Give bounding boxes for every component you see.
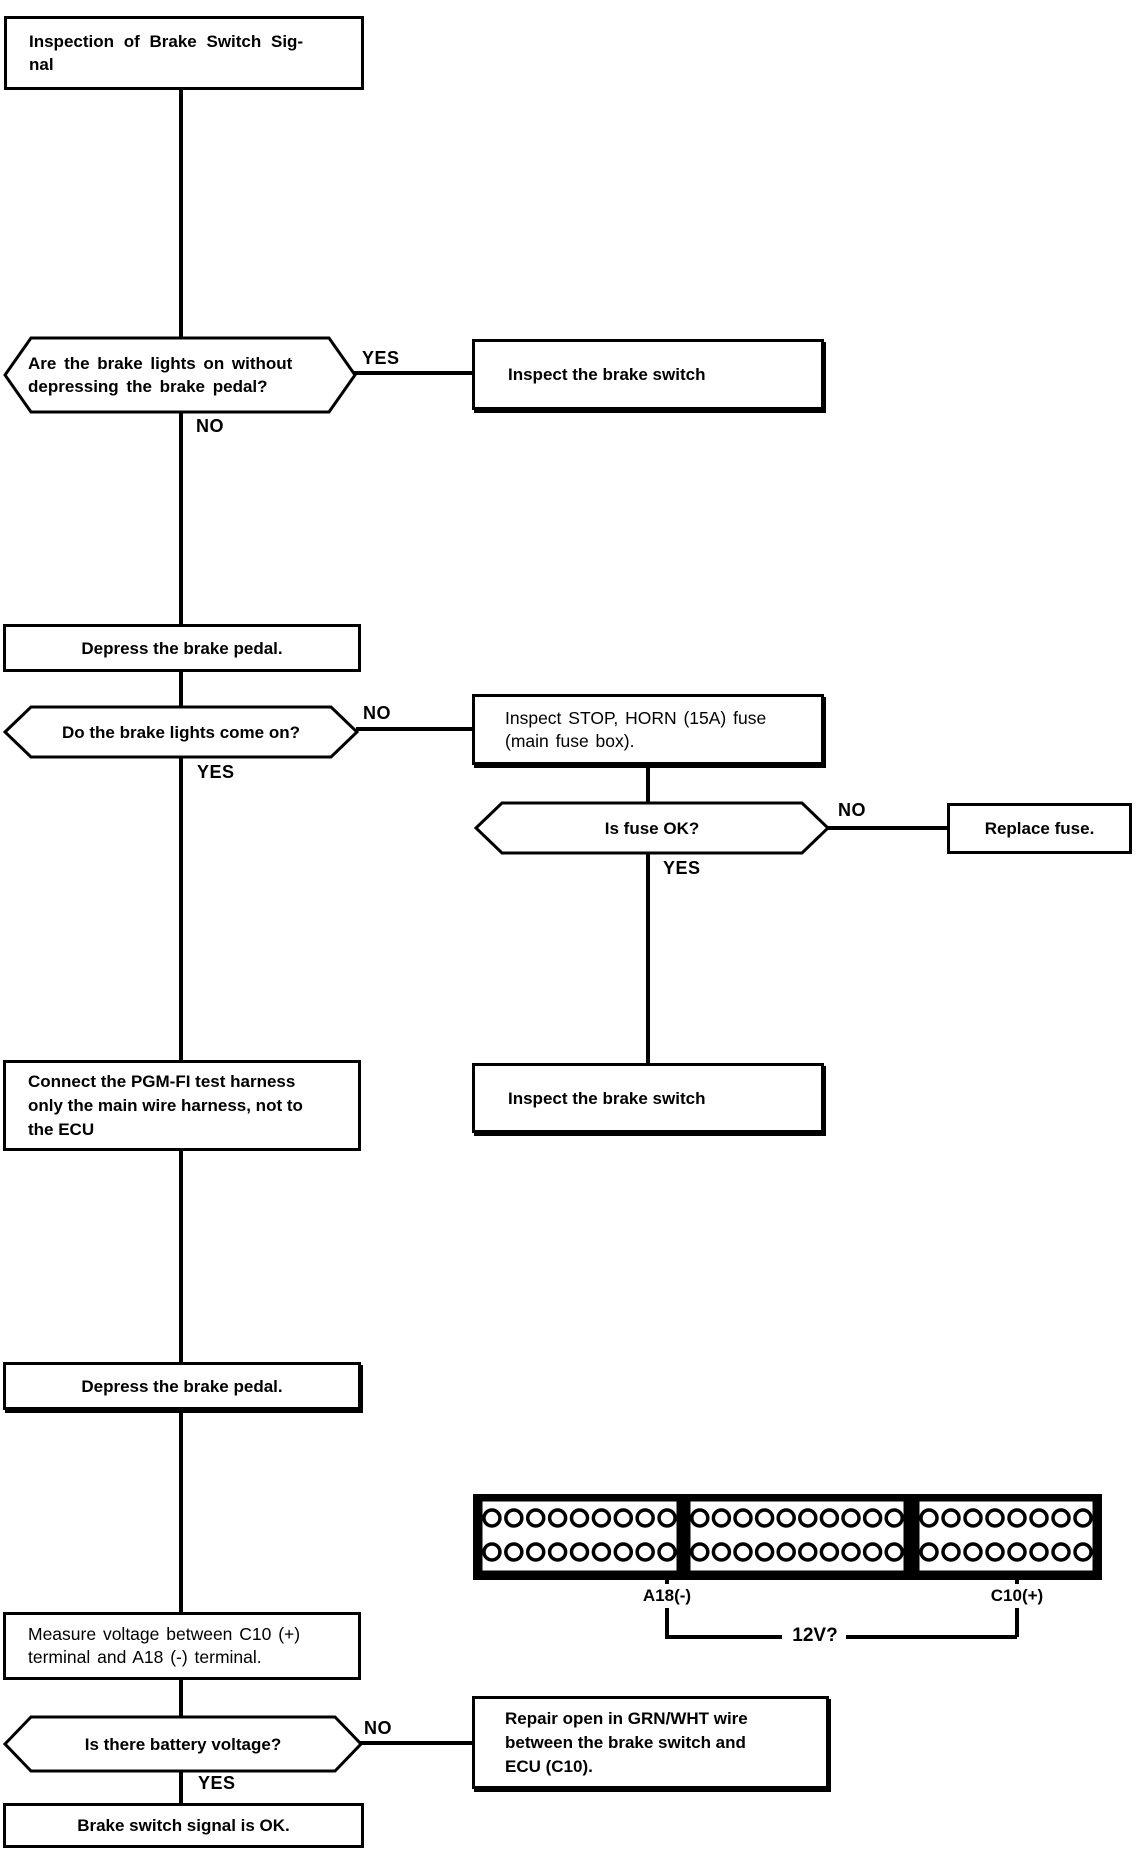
decision-brake-lights-come-on: Do the brake lights come on? bbox=[3, 705, 359, 759]
decision-brake-lights-on: Are the brake lights on without depressi… bbox=[3, 336, 357, 414]
voltage-question-label: 12V? bbox=[792, 1625, 838, 1646]
process-repair-open-wire: Repair open in GRN/WHT wire between the … bbox=[472, 1696, 829, 1789]
process-inspect-brake-switch-1: Inspect the brake switch bbox=[472, 339, 824, 410]
decision-brake-lights-come-on-text: Do the brake lights come on? bbox=[61, 722, 301, 742]
no-label-4: NO bbox=[364, 1718, 392, 1738]
yes-label-1: YES bbox=[362, 348, 400, 368]
ecu-connector-diagram bbox=[473, 1494, 1102, 1580]
no-label-3: NO bbox=[838, 800, 866, 820]
process-measure-voltage: Measure voltage between C10 (+) terminal… bbox=[3, 1612, 361, 1680]
process-inspect-brake-switch-2: Inspect the brake switch bbox=[472, 1063, 824, 1133]
terminal-signal-ok: Brake switch signal is OK. bbox=[3, 1803, 364, 1848]
yes-label-4: YES bbox=[198, 1773, 236, 1793]
process-connect-harness: Connect the PGM-FI test harness only the… bbox=[3, 1060, 361, 1151]
decision-battery-voltage-text: Is there battery voltage? bbox=[84, 1734, 282, 1754]
process-depress-pedal-1: Depress the brake pedal. bbox=[3, 624, 361, 672]
decision-fuse-ok: Is fuse OK? bbox=[474, 801, 830, 855]
pin-label-a18: A18(-) bbox=[642, 1586, 692, 1605]
process-inspect-fuse: Inspect STOP, HORN (15A) fuse (main fuse… bbox=[472, 694, 824, 765]
yes-label-2: YES bbox=[197, 762, 235, 782]
no-label-2: NO bbox=[363, 703, 391, 723]
decision-brake-lights-on-text: Are the brake lights on without depressi… bbox=[28, 354, 293, 396]
decision-fuse-ok-text: Is fuse OK? bbox=[604, 818, 700, 838]
process-depress-pedal-2: Depress the brake pedal. bbox=[3, 1362, 361, 1410]
decision-battery-voltage: Is there battery voltage? bbox=[3, 1715, 363, 1773]
yes-label-3: YES bbox=[663, 858, 701, 878]
no-label-1: NO bbox=[196, 416, 224, 436]
pin-label-c10: C10(+) bbox=[990, 1586, 1044, 1605]
process-replace-fuse: Replace fuse. bbox=[947, 803, 1132, 854]
title-box: Inspection of Brake Switch Sig- nal bbox=[4, 16, 364, 90]
